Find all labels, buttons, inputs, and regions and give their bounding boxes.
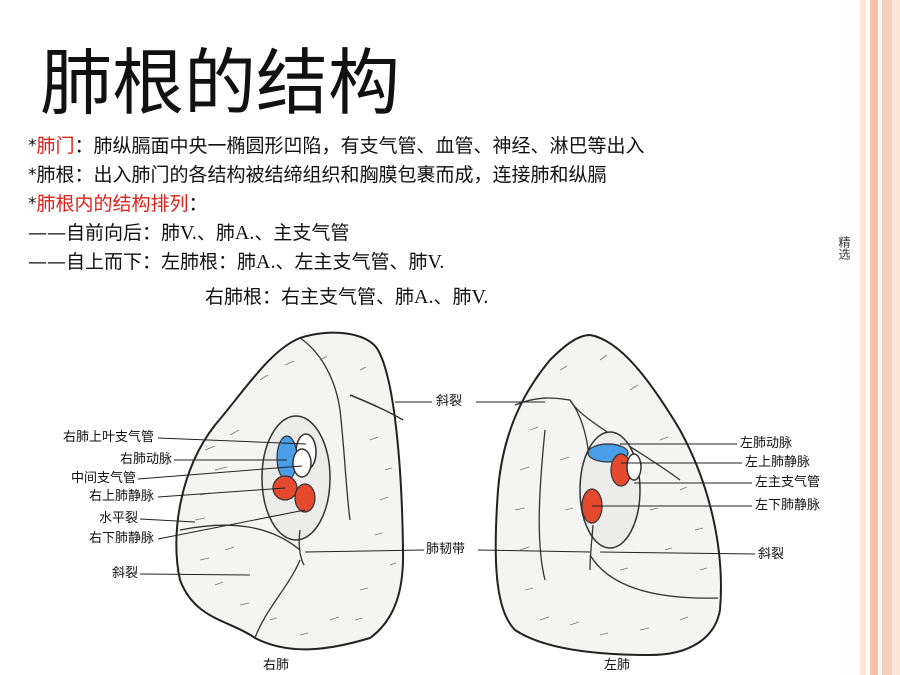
body-text: *肺门：肺纵膈面中央一椭圆形凹陷，有支气管、血管、神经、淋巴等出入 *肺根：出入…: [28, 132, 848, 277]
stripe: [860, 0, 866, 675]
caption-left-lung: 左肺: [604, 658, 631, 673]
label-left-superior-pulmonary-vein: 左上肺静脉: [745, 455, 811, 470]
bullet-mark: *: [28, 165, 37, 185]
label-left-main-bronchus: 左主支气管: [755, 475, 821, 490]
text-line-root: *肺根：出入肺门的各结构被结缔组织和胸膜包裹而成，连接肺和纵膈: [28, 161, 848, 190]
label-right-pulmonary-artery: 右肺动脉: [119, 452, 172, 467]
right-lung-drawing: [175, 331, 405, 651]
order-left-prefix: ——自上而下：左肺根：肺: [28, 251, 257, 273]
arrangement-colon: ：: [188, 193, 208, 215]
definition-root: 肺根：出入肺门的各结构被结缔组织和胸膜包裹而成，连接肺和纵膈: [36, 164, 607, 186]
label-right-superior-pulmonary-vein: 右上肺静脉: [88, 489, 154, 504]
bullet-mark: *: [28, 194, 37, 214]
order-front-back-prefix: ——自前向后：肺: [28, 222, 181, 244]
order-front-back-mid: 、肺: [196, 222, 235, 244]
label-intermediate-bronchus: 中间支气管: [70, 471, 136, 486]
stripe: [870, 0, 878, 675]
lung-illustration: [137, 331, 756, 657]
abbr-vein: V.: [471, 286, 489, 308]
stripe: [892, 0, 900, 675]
stripe: [866, 0, 870, 675]
abbr-vein: V.: [427, 251, 445, 273]
leader-lines: [137, 401, 756, 576]
label-right-upper-lobe-bronchus: 右肺上叶支气管: [62, 430, 154, 445]
term-hilum: 肺门: [36, 135, 75, 157]
label-right-inferior-pulmonary-vein: 右下肺静脉: [88, 531, 154, 546]
bullet-mark: *: [28, 136, 37, 156]
label-left-pulmonary-artery: 左肺动脉: [740, 436, 793, 451]
text-line-arrangement: *肺根内的结构排列：: [28, 190, 848, 219]
label-left-inferior-pulmonary-vein: 左下肺静脉: [755, 498, 821, 513]
label-oblique-fissure-left: 斜裂: [758, 547, 785, 562]
term-arrangement: 肺根内的结构排列: [36, 193, 189, 215]
order-front-back-end: 、主支气管: [254, 222, 350, 244]
stripe: [878, 0, 882, 675]
label-oblique-fissure-center: 斜裂: [436, 394, 463, 409]
caption-right-lung: 右肺: [263, 658, 290, 673]
order-left-mid: 、左主支气管、肺: [275, 251, 428, 273]
stripe: [882, 0, 892, 675]
label-horizontal-fissure: 水平裂: [98, 511, 138, 526]
text-line-front-back: ——自前向后：肺V.、肺A.、主支气管: [28, 219, 848, 248]
abbr-artery: A.: [414, 286, 434, 308]
left-lung-drawing: [494, 333, 722, 657]
label-oblique-fissure-right: 斜裂: [111, 566, 138, 581]
abbr-artery: A.: [234, 222, 255, 244]
definition-hilum: ：肺纵膈面中央一椭圆形凹陷，有支气管、血管、神经、淋巴等出入: [74, 135, 645, 157]
text-line-hilum: *肺门：肺纵膈面中央一椭圆形凹陷，有支气管、血管、神经、淋巴等出入: [28, 132, 848, 161]
order-right-mid: 、肺: [433, 286, 472, 308]
label-pulmonary-ligament: 肺韧带: [426, 542, 466, 557]
text-line-top-down-left: ——自上而下：左肺根：肺A.、左主支气管、肺V.: [28, 248, 848, 277]
page-title: 肺根的结构: [40, 41, 401, 125]
abbr-vein: V.: [180, 222, 197, 244]
lung-root-figure: 右肺上叶支气管 右肺动脉 中间支气管 右上肺静脉 水平裂 右下肺静脉 斜裂 斜裂…: [0, 320, 860, 675]
text-line-top-down-right: 右肺根：右主支气管、肺A.、肺V.: [205, 283, 488, 312]
edge-stripes: [860, 0, 900, 675]
abbr-artery: A.: [256, 251, 276, 273]
order-right-prefix: 右肺根：右主支气管、肺: [205, 286, 415, 308]
side-note: 精选: [837, 236, 851, 260]
